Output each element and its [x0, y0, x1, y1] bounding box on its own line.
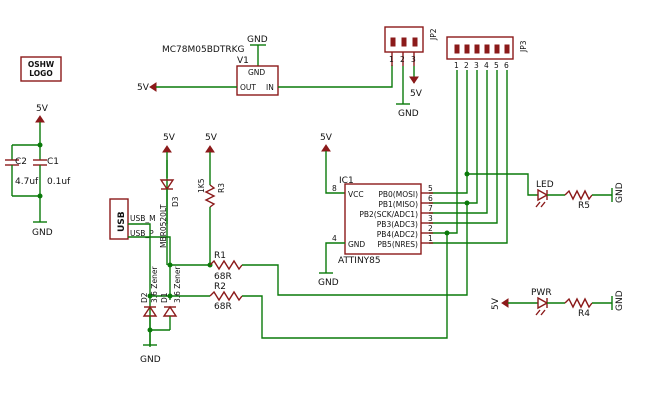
regulator-gnd-label: GND	[247, 35, 268, 45]
led-label: LED	[536, 180, 554, 190]
r4-ref: R4	[578, 309, 590, 319]
connector-jp3: 1 2 3 4 5 6 JP3	[429, 36, 528, 244]
regulator-out-net: 5V	[137, 83, 150, 93]
led-circuit: LED R5 GND	[464, 171, 625, 211]
regulator-gnd-pin: GND	[248, 68, 265, 77]
d2-ref: D2	[140, 292, 149, 303]
caps-gnd: GND	[32, 228, 53, 238]
usb-5v-b: 5V	[205, 133, 218, 143]
d3-part: MBR0520LT	[159, 204, 168, 248]
mcu-ic1: 5V IC1 ATTINY85 VCC GND 8 4 GND PB0(MOSI…	[318, 133, 433, 288]
r2-ref: R2	[214, 282, 226, 292]
jp3-pin5: 5	[494, 61, 499, 70]
mcu-pin-name-1: PB1(MISO)	[378, 200, 418, 209]
usb-pin-m: USB_M	[130, 214, 156, 223]
jp3-pin6: 6	[504, 61, 509, 70]
mcu-pin-num-3: 3	[428, 214, 433, 223]
led-gnd: GND	[615, 182, 625, 203]
mcu-pin-num-2: 7	[428, 204, 433, 213]
regulator-in-pin: IN	[266, 83, 274, 92]
r1-value: 68R	[214, 272, 232, 282]
c2-ref: C2	[15, 157, 27, 167]
jp2-gnd: GND	[398, 109, 419, 119]
logo-line2: LOGO	[29, 69, 52, 78]
mcu-pin-name-2: PB2(SCK/ADC1)	[359, 210, 418, 219]
connector-jp2: 1 2 3 JP2 GND 5V	[384, 26, 438, 119]
r5-ref: R5	[578, 201, 590, 211]
pwr-5v: 5V	[491, 297, 501, 310]
capacitors: 5V C2 4.7uf C1 0.1uf GND	[5, 104, 71, 238]
regulator-v1: MC78M05BDTRKG V1 GND GND OUT IN 5V	[137, 35, 393, 96]
d1-part: 3.6 Zener	[173, 266, 182, 303]
mcu-gnd-net: GND	[318, 278, 339, 288]
usb-pin-p: USB_P	[130, 229, 154, 238]
jp2-pin1: 1	[389, 55, 394, 64]
mcu-5v: 5V	[320, 133, 333, 143]
d1-ref: D1	[160, 292, 169, 303]
c2-value: 4.7uf	[15, 177, 39, 187]
mcu-gnd: GND	[348, 240, 365, 249]
mcu-vcc: VCC	[348, 190, 364, 199]
c1-value: 0.1uf	[47, 177, 71, 187]
series-resistors: R1 68R R2 68R	[209, 200, 470, 339]
d3-ref: D3	[171, 196, 180, 207]
mcu-pin-num-5: 1	[428, 234, 433, 243]
r2-value: 68R	[214, 302, 232, 312]
jp2-pin2: 2	[400, 55, 405, 64]
jp3-pin3: 3	[474, 61, 479, 70]
jp2-5v: 5V	[410, 89, 423, 99]
mcu-pin-num-1: 6	[428, 194, 433, 203]
mcu-pin-name-0: PB0(MOSI)	[378, 190, 418, 199]
usb-section: USB USB_M USB_P 5V D3 MBR0520LT 5V 1K5 R…	[109, 133, 226, 365]
r3-value: 1K5	[197, 178, 206, 193]
usb-label: USB	[117, 211, 127, 232]
regulator-out-pin: OUT	[240, 83, 256, 92]
mcu-pin-num-0: 5	[428, 184, 433, 193]
mcu-pin-name-5: PB5(NRES)	[377, 240, 418, 249]
pwr-gnd: GND	[615, 290, 625, 311]
d2-part: 3.6 Zener	[150, 266, 159, 303]
mcu-part: ATTINY85	[338, 256, 381, 266]
pwr-led-circuit: 5V PWR R4 GND	[491, 288, 625, 319]
mcu-ref: IC1	[339, 176, 354, 186]
r3-ref: R3	[217, 183, 226, 193]
usb-gnd: GND	[140, 355, 161, 365]
mcu-pin-name-3: PB3(ADC3)	[377, 220, 418, 229]
jp3-ref: JP3	[519, 40, 528, 53]
logo-line1: OSHW	[28, 60, 55, 69]
usb-5v-a: 5V	[163, 133, 176, 143]
oshw-logo: OSHW LOGO	[20, 56, 62, 82]
mcu-vcc-pin: 8	[332, 184, 337, 193]
jp2-pin3: 3	[411, 55, 416, 64]
mcu-gnd-pin: 4	[332, 234, 337, 243]
mcu-pin-num-4: 2	[428, 224, 433, 233]
caps-5v: 5V	[36, 104, 49, 114]
jp2-ref: JP2	[429, 28, 438, 41]
jp3-pin1: 1	[454, 61, 459, 70]
regulator-ref: V1	[237, 56, 249, 66]
r1-ref: R1	[214, 251, 226, 261]
regulator-part: MC78M05BDTRKG	[162, 45, 244, 55]
c1-ref: C1	[47, 157, 59, 167]
mcu-pin-name-4: PB4(ADC2)	[377, 230, 418, 239]
jp3-pin2: 2	[464, 61, 469, 70]
jp3-pin4: 4	[484, 61, 489, 70]
pwr-label: PWR	[531, 288, 552, 298]
